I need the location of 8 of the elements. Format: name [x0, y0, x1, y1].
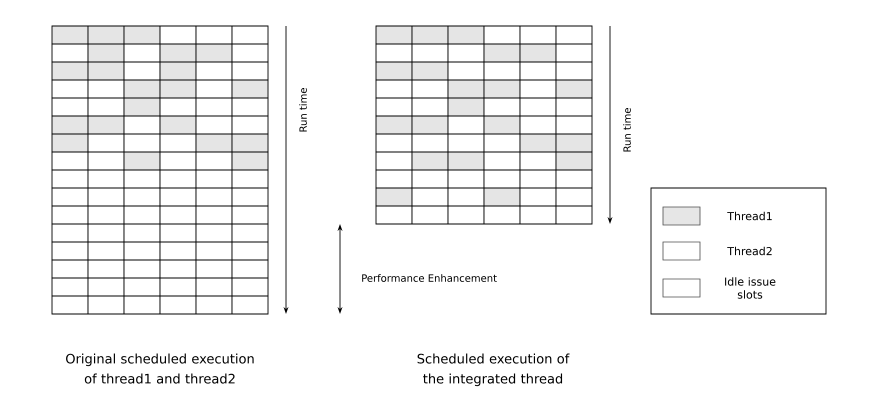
axis-label: Run time: [299, 88, 307, 132]
legend-label: Thread2: [727, 246, 772, 256]
caption: Scheduled execution of the integrated thread: [418, 354, 570, 386]
legend-label: Idle issue slots: [725, 277, 776, 299]
axis-label: Run time: [623, 108, 631, 152]
caption: Original scheduled execution of thread1 and thread2: [66, 354, 254, 384]
legend-label: Thread1: [727, 212, 772, 220]
axis-label: Performance Enhancement: [362, 274, 497, 282]
